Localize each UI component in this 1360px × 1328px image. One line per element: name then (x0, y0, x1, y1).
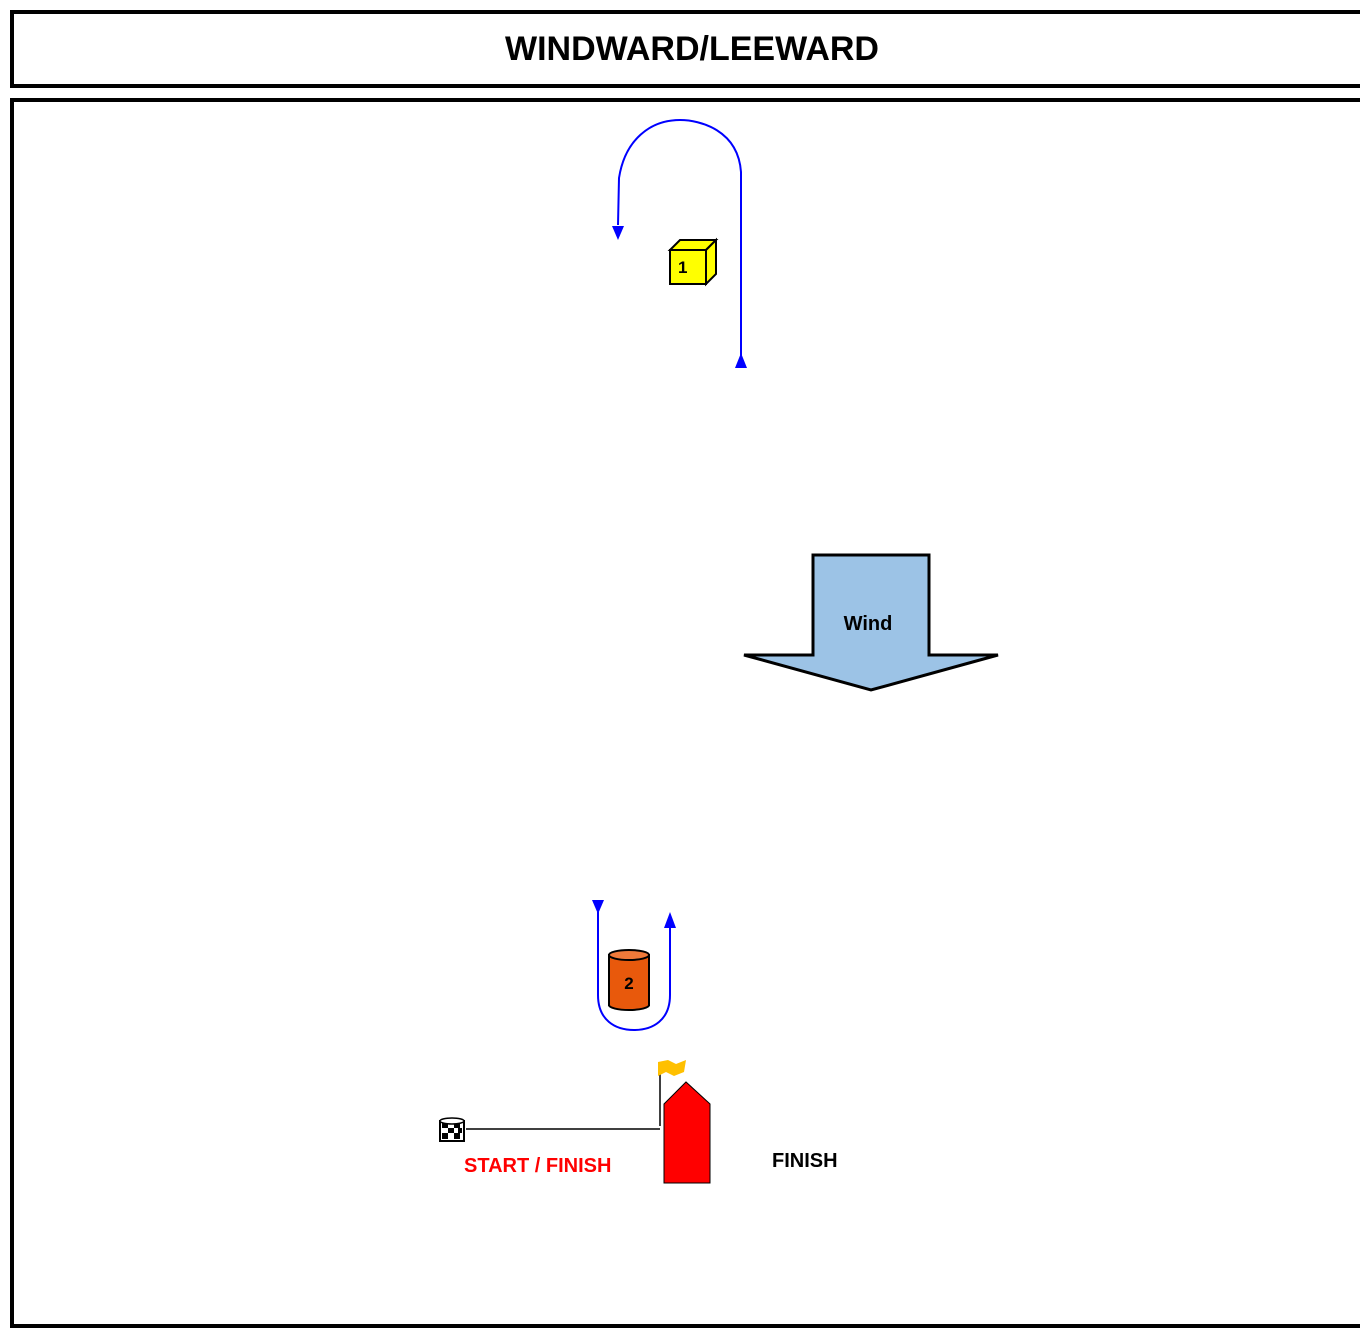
leeward-route-line (597, 912, 671, 1032)
windward-route-line (617, 118, 742, 360)
finish-label: FINISH (772, 1150, 838, 1172)
mark-2-cylinder: 2 (608, 949, 650, 1011)
windward-route-arrow-up (735, 353, 747, 368)
leeward-route-arrow-down (592, 900, 604, 914)
wind-label: Wind (844, 613, 893, 635)
leeward-route-arrow-up (664, 912, 676, 928)
committee-boat-hull (663, 1081, 711, 1184)
committee-boat (658, 1060, 711, 1184)
windward-route-arrow-down (612, 226, 624, 240)
wind-arrow: Wind (743, 553, 999, 692)
title-banner: WINDWARD/LEEWARD (10, 10, 1360, 88)
wind-arrow-shape (743, 553, 999, 692)
mark-1-label: 1 (678, 258, 687, 277)
windward-route (612, 118, 747, 368)
pin-end-checkered-buoy (439, 1117, 465, 1142)
mark-1-cube: 1 (667, 237, 719, 287)
page-title: WINDWARD/LEEWARD (505, 29, 879, 68)
orange-flag-icon (658, 1060, 686, 1076)
mark-2-label: 2 (624, 974, 633, 993)
leeward-route (592, 900, 676, 1032)
start-finish-label: START / FINISH (464, 1155, 611, 1177)
